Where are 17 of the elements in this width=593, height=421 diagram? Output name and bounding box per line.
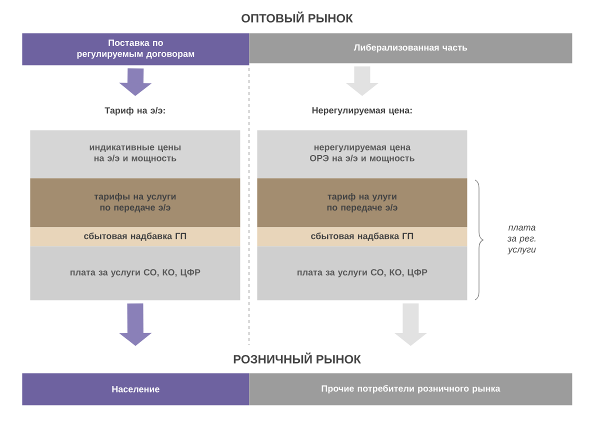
column-heading: Тариф на э/э: <box>104 107 165 116</box>
section-title: ОПТОВЫЙ РЫНОК <box>242 12 353 22</box>
price-component-band: тариф на улуги по передаче э/э <box>257 178 468 228</box>
price-component-band: плата за услуги СО, КО, ЦФР <box>30 246 240 300</box>
price-component-band: сбытовая надбавка ГП <box>30 227 240 246</box>
header-bar: Население <box>22 373 250 406</box>
header-bar: Либерализованная часть <box>249 33 572 64</box>
price-component-band: сбытовая надбавка ГП <box>257 227 468 246</box>
price-component-band: нерегулируемая цена ОРЭ на э/э и мощность <box>257 130 468 178</box>
brace-label: плата за рег. услуги <box>507 226 536 254</box>
price-component-band: индикативные цены на э/э и мощность <box>30 130 240 178</box>
header-bar: Прочие потребители розничного рынка <box>249 373 572 406</box>
header-bar: Поставка по регулируемым договорам <box>22 33 250 66</box>
column-heading: Нерегулируемая цена: <box>312 107 412 116</box>
section-title: РОЗНИЧНЫЙ РЫНОК <box>234 352 361 364</box>
price-component-band: тарифы на услуги по передаче э/э <box>30 178 240 228</box>
price-component-band: плата за услуги СО, КО, ЦФР <box>257 246 468 300</box>
